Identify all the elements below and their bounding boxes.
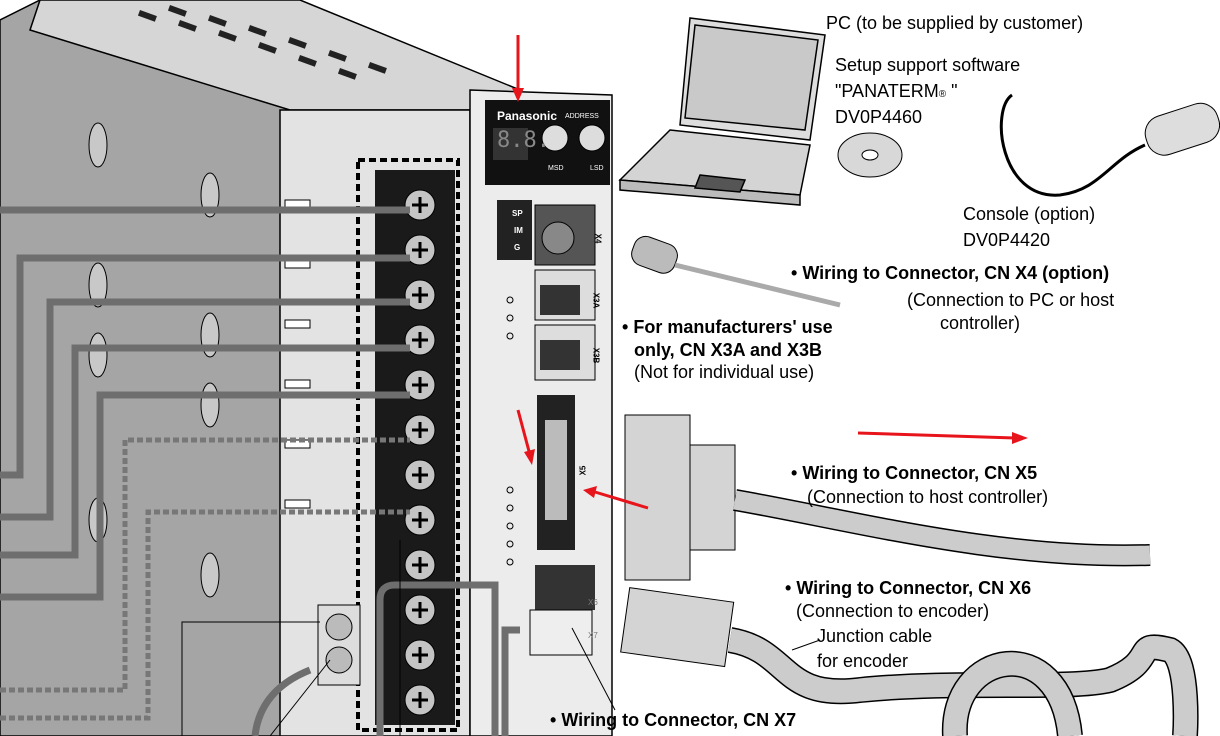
bullet: • [550,710,557,730]
laptop-illustration [618,17,826,206]
bullet: • [791,263,798,283]
x6-sub: (Connection to encoder) [796,601,990,621]
x3-title1-text: For manufacturers' use [633,317,833,337]
x6-title: • Wiring to Connector, CN X6 [785,578,1031,599]
pc-title: PC (to be supplied by customer) [826,13,1084,33]
cd-rom-icon [837,132,903,178]
x4-title-text: Wiring to Connector, CN X4 (option) [802,263,1110,283]
terminal-block [356,158,460,732]
screw-slot-icon [412,422,428,438]
screw-slot-icon [412,197,428,213]
x4-sub1: (Connection to PC or host [907,290,1115,310]
screw-slot-icon [412,647,428,663]
screw-slot-icon [412,377,428,393]
msd-switch[interactable]: MSD [548,165,564,172]
x5-connector-plug [624,414,1151,581]
screw-slot-icon [412,512,428,528]
bullet: • [791,463,798,483]
bullet: • [622,317,629,337]
lsd-switch[interactable]: LSD [590,165,604,172]
screw-slot-icon [412,242,428,258]
port-x7-label: X7 [588,631,598,640]
screw-slot-icon [412,287,428,303]
x3-title1: • For manufacturers' use [622,317,833,338]
x7-title-text: Wiring to Connector, CN X7 [561,710,797,730]
led-im: IM [514,226,523,235]
port-x4-label: X4 [593,233,603,244]
console-part-number: DV0P4420 [963,230,1051,250]
x3-sub: (Not for individual use) [634,362,815,382]
port-x5-label: X5 [578,465,588,476]
x3-title2: only, CN X3A and X3B [634,340,823,360]
callout-lines [181,540,821,736]
port-x3a-label: X3A [591,292,601,309]
junction-cable-line2: for encoder [817,651,909,671]
screw-slot-icon [412,467,428,483]
software-name: "PANATERM [835,81,939,101]
red-arrows [512,35,1028,510]
software-name-end: " [946,81,958,101]
screw-slot-icon [412,332,428,348]
software-line2: "PANATERM® " [835,81,958,105]
led-sp: SP [512,209,523,218]
software-part-number: DV0P4460 [835,107,923,127]
x6-title-text: Wiring to Connector, CN X6 [796,578,1032,598]
screw-slot-icon [412,557,428,573]
junction-cable-line1: Junction cable [817,626,933,646]
port-x3b-label: X3B [591,347,601,364]
x4-title: • Wiring to Connector, CN X4 (option) [791,263,1109,284]
dotted-wires [0,437,410,721]
bullet: • [785,578,792,598]
led-g: G [514,243,521,252]
x4-cable-plug [631,235,841,308]
registered-mark: ® [938,89,947,100]
screw-slot-icon [412,692,428,708]
x5-sub: (Connection to host controller) [807,487,1049,507]
software-line1: Setup support software [835,55,1021,75]
address-label: ADDRESS [565,113,599,120]
seven-segment-display: 8.8. [497,128,550,153]
ground-terminal [317,604,361,686]
x5-title: • Wiring to Connector, CN X5 [791,463,1037,484]
x6-connector-plug [620,587,1199,736]
x5-title-text: Wiring to Connector, CN X5 [802,463,1038,483]
brand-logo: Panasonic [497,109,558,123]
console-title: Console (option) [963,204,1096,224]
x4-sub2: controller) [940,313,1021,333]
console-illustration [999,93,1220,197]
x7-title: • Wiring to Connector, CN X7 [550,710,796,731]
power-wires [0,206,520,736]
screw-slot-icon [412,602,428,618]
port-x6-label: X6 [588,598,598,607]
